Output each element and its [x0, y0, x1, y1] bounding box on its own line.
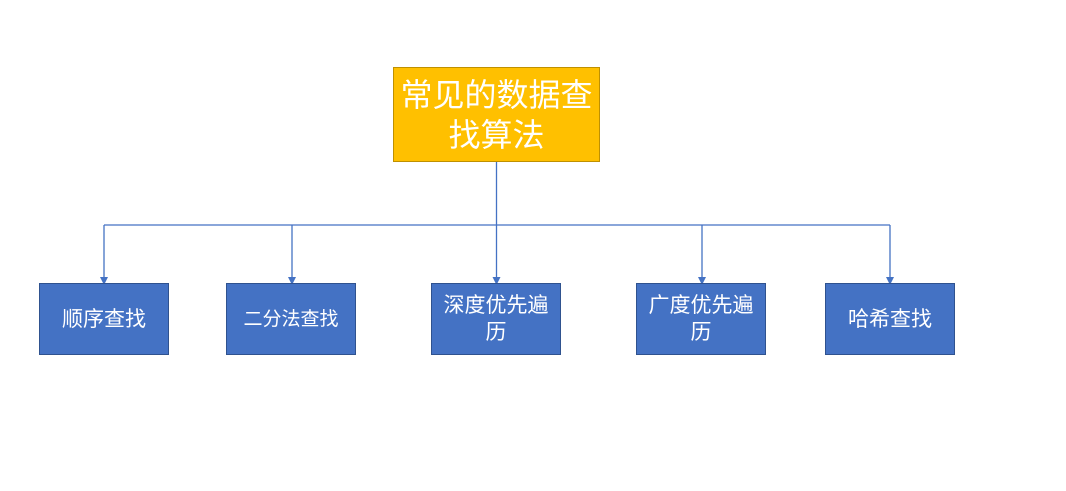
child-node-binary-search: 二分法查找	[226, 283, 356, 355]
child-node-label: 深度优先遍历	[443, 293, 549, 344]
child-node-label: 顺序查找	[62, 306, 146, 331]
child-node-label: 哈希查找	[848, 306, 932, 331]
root-node: 常见的数据查找算法	[393, 67, 600, 162]
child-node-label: 广度优先遍历	[648, 293, 754, 344]
root-node-label: 常见的数据查找算法	[400, 75, 593, 154]
child-node-breadth-first-traversal: 广度优先遍历	[636, 283, 766, 355]
child-node-label: 二分法查找	[243, 307, 339, 330]
child-node-hash-search: 哈希查找	[825, 283, 955, 355]
child-node-sequential-search: 顺序查找	[39, 283, 169, 355]
child-node-depth-first-traversal: 深度优先遍历	[431, 283, 561, 355]
